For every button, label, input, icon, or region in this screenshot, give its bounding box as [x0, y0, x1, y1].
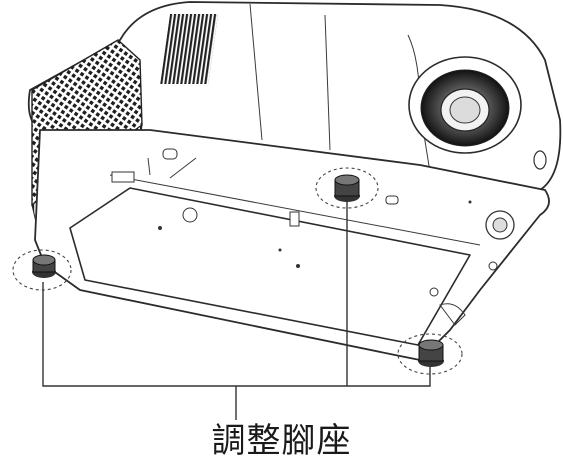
adjustable-foot-right [397, 333, 463, 375]
projector-bottom-plate [34, 129, 550, 361]
top-vent-slots [160, 14, 219, 84]
adjustable-foot-icon [32, 254, 56, 278]
adjustable-foot-icon [418, 339, 444, 367]
adjustable-foot-icon [334, 174, 360, 202]
callout-bracket [42, 200, 431, 420]
caption-adjustable-feet: 調整腳座 [211, 421, 352, 461]
adjustable-foot-left [12, 249, 72, 291]
projector-lens-icon [408, 56, 547, 170]
adjustable-foot-center [315, 167, 379, 209]
